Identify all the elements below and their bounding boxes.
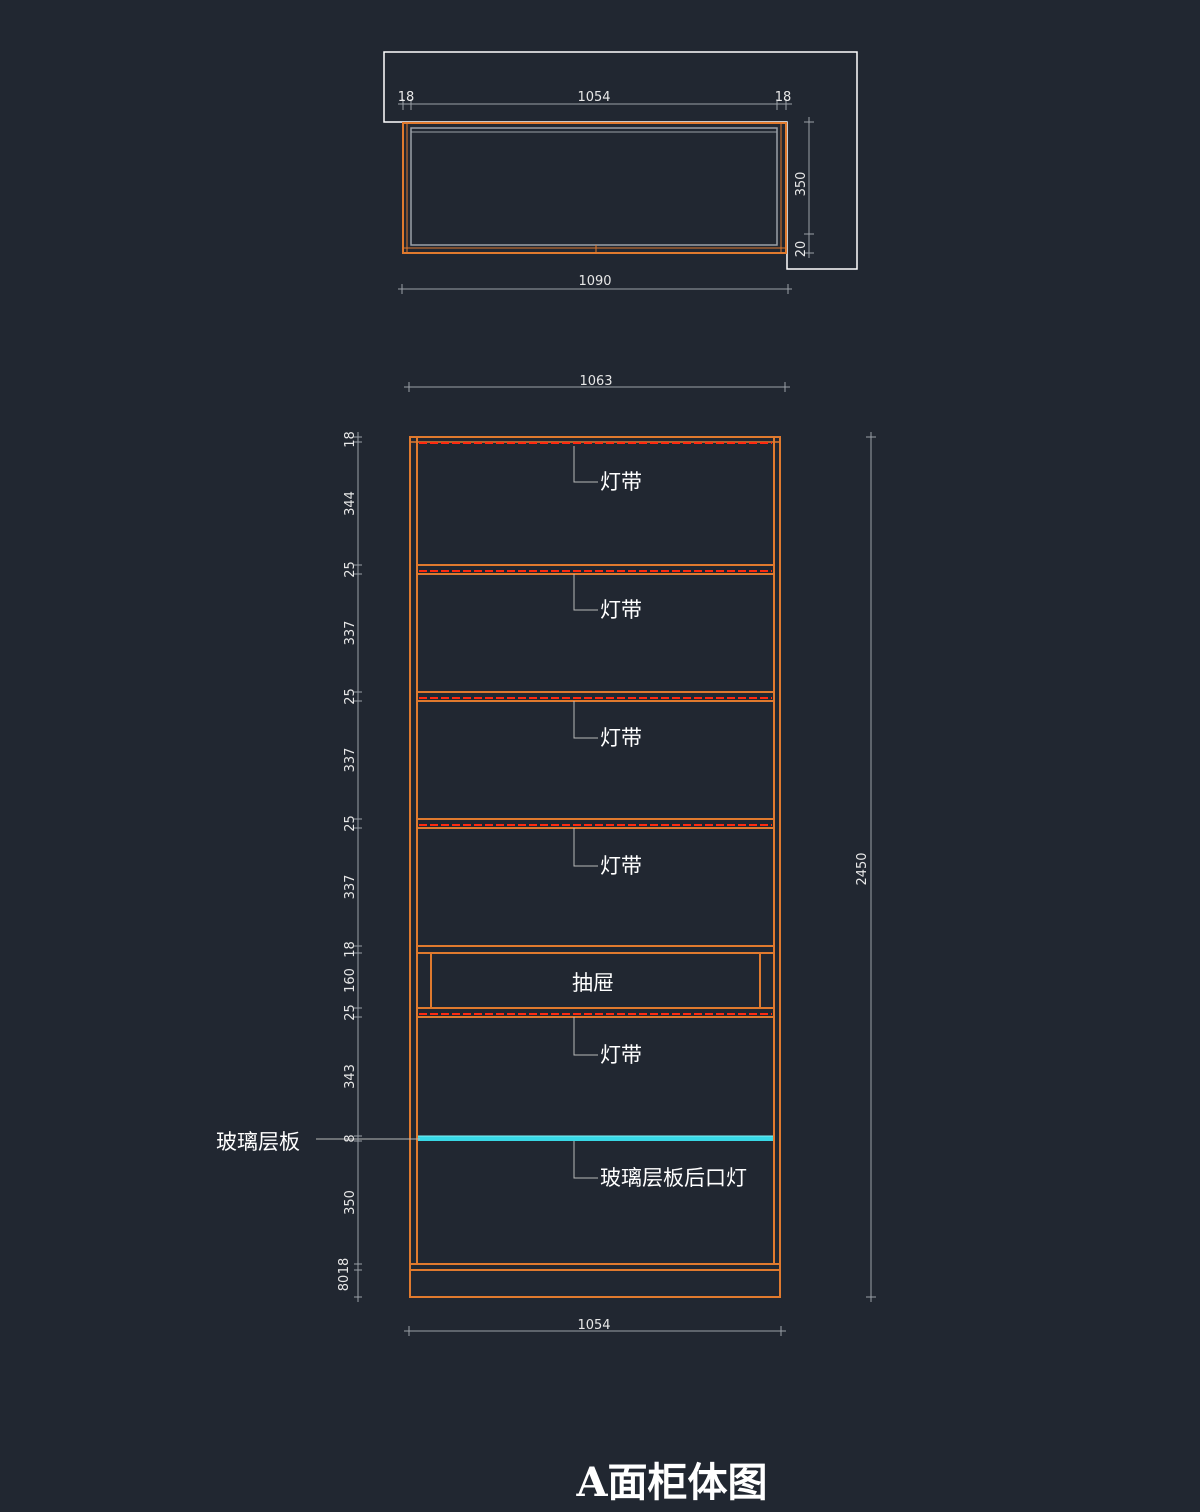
plan-dim-right-front: 20 bbox=[794, 241, 809, 258]
plan-dim-top-left: 18 bbox=[398, 90, 415, 105]
plan-cabinet-inner bbox=[410, 127, 778, 246]
plan-cabinet-outer bbox=[402, 122, 787, 254]
elevation-view: 1063 bbox=[216, 374, 876, 1336]
left-dim-label: 18 bbox=[343, 941, 358, 958]
left-dim-label: 18 bbox=[343, 431, 358, 448]
left-dim-label: 343 bbox=[343, 1064, 358, 1089]
shelf-3 bbox=[417, 818, 774, 829]
led-strip-label: 灯带 bbox=[600, 598, 642, 622]
led-strip-label: 灯带 bbox=[600, 470, 642, 494]
plinth bbox=[410, 1263, 780, 1271]
led-label-1: 灯带 bbox=[573, 446, 642, 494]
left-dim-label: 25 bbox=[343, 561, 358, 578]
led-strip-label: 灯带 bbox=[600, 1043, 642, 1067]
plan-dim-right-depth: 350 bbox=[794, 172, 809, 197]
left-dim-label: 18 bbox=[337, 1258, 352, 1275]
drawing-title: A面柜体图 bbox=[575, 1459, 767, 1506]
left-dim-label: 25 bbox=[343, 815, 358, 832]
plan-dim-top-right: 18 bbox=[775, 90, 792, 105]
left-dim-label: 337 bbox=[343, 621, 358, 646]
elev-dim-top: 1063 bbox=[579, 374, 612, 389]
led-strips bbox=[419, 442, 772, 1015]
left-dim-label: 337 bbox=[343, 748, 358, 773]
left-dim-label: 160 bbox=[343, 968, 358, 993]
cabinet-outer-frame bbox=[409, 436, 781, 1298]
left-dim-label: 25 bbox=[343, 1004, 358, 1021]
elev-dim-bottom: 1054 bbox=[577, 1318, 610, 1333]
glass-shelf-light-text: 玻璃层板后口灯 bbox=[600, 1166, 747, 1190]
glass-shelf-callout: 玻璃层板 bbox=[216, 1130, 420, 1154]
led-label-3: 灯带 bbox=[573, 701, 642, 750]
left-dim-label: 8 bbox=[343, 1134, 358, 1142]
led-label-5: 灯带 bbox=[573, 1017, 642, 1067]
plan-view: 18 1054 18 1090 350 20 bbox=[383, 51, 858, 294]
glass-shelf-text: 玻璃层板 bbox=[216, 1130, 300, 1154]
left-dim-label: 350 bbox=[343, 1190, 358, 1215]
shelf-2 bbox=[417, 691, 774, 702]
led-label-4: 灯带 bbox=[573, 828, 642, 878]
drawer-label: 抽屉 bbox=[572, 971, 614, 995]
left-dim-label: 344 bbox=[343, 491, 358, 516]
left-dim-label: 337 bbox=[343, 875, 358, 900]
left-dim-label: 80 bbox=[337, 1275, 352, 1292]
drawer bbox=[417, 945, 774, 1018]
led-label-2: 灯带 bbox=[573, 574, 642, 622]
glass-shelf-light-label: 玻璃层板后口灯 bbox=[573, 1141, 747, 1190]
led-strip-label: 灯带 bbox=[600, 854, 642, 878]
plan-outline bbox=[383, 51, 858, 270]
shelf-1 bbox=[417, 564, 774, 575]
plan-dim-top-middle: 1054 bbox=[577, 90, 610, 105]
elev-dim-total: 2450 bbox=[855, 852, 870, 885]
glass-shelf bbox=[418, 1135, 773, 1141]
plan-dim-bottom: 1090 bbox=[578, 274, 611, 289]
led-strip-label: 灯带 bbox=[600, 726, 642, 750]
left-dim-label: 25 bbox=[343, 688, 358, 705]
